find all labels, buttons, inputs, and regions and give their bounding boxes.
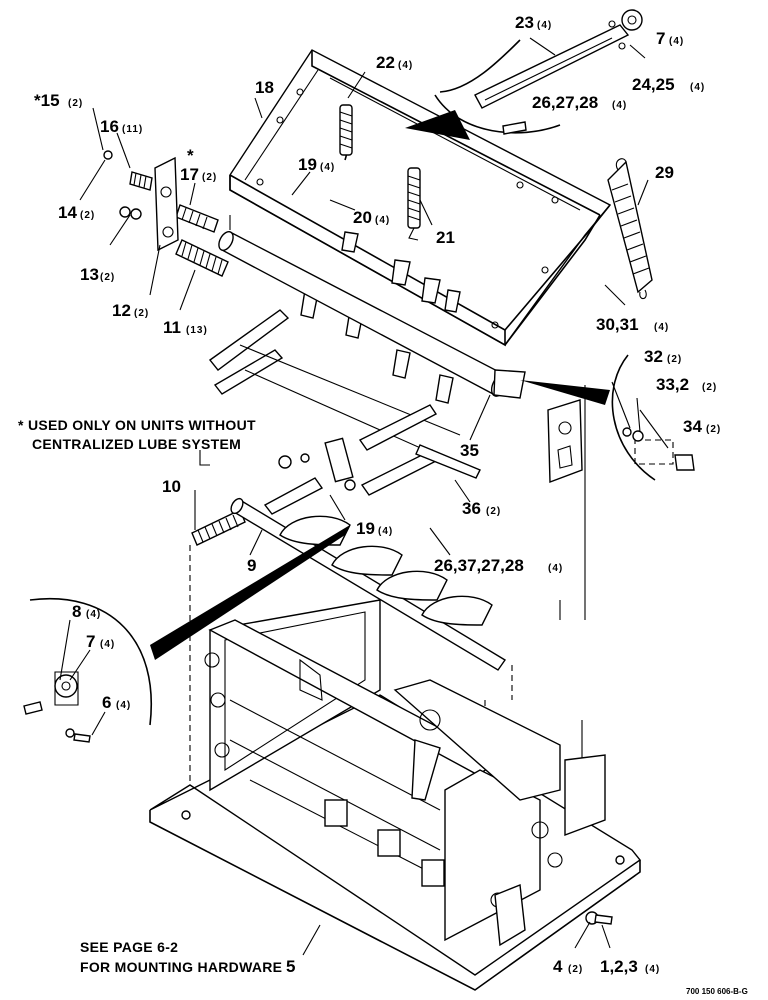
main-roller	[218, 231, 526, 399]
label-24-25: 24,25	[632, 75, 675, 94]
label-29: 29	[655, 163, 674, 182]
label-19-top-qty: (4)	[320, 162, 335, 173]
label-17-qty: (2)	[202, 172, 217, 183]
spring-29	[607, 158, 653, 300]
label-34: 34	[683, 417, 702, 436]
label-7-left: 7	[86, 632, 95, 651]
label-4: 4	[553, 957, 563, 976]
label-16: 16	[100, 117, 119, 136]
label-9: 9	[247, 556, 256, 575]
spring-22	[339, 104, 353, 161]
label-32: 32	[644, 347, 663, 366]
label-36: 36	[462, 499, 481, 518]
label-8-qty: (4)	[86, 609, 101, 620]
label-32-qty: (2)	[667, 354, 682, 365]
notes: * USED ONLY ON UNITS WITHOUT CENTRALIZED…	[18, 417, 748, 996]
label-14-qty: (2)	[80, 210, 95, 221]
label-23-qty: (4)	[537, 20, 552, 31]
label-18: 18	[255, 78, 274, 97]
label-26-27-28-top-qty: (4)	[612, 100, 627, 111]
label-24-25-qty: (4)	[690, 82, 705, 93]
detail-bubble-left	[23, 525, 350, 743]
label-33-2: 33,2	[656, 375, 689, 394]
label-14: 14	[58, 203, 77, 222]
detail-bubble-top	[405, 9, 643, 140]
label-20-qty: (4)	[375, 215, 390, 226]
lube-note-line-2: CENTRALIZED LUBE SYSTEM	[32, 436, 241, 452]
label-10: 10	[162, 477, 181, 496]
label-19-top: 19	[298, 155, 317, 174]
part-labels: 23 (4) 7 (4) 24,25 (4) 26,27,28 (4) 22 (…	[34, 13, 721, 976]
label-8: 8	[72, 602, 81, 621]
label-15: *15	[34, 91, 60, 110]
label-1-2-3: 1,2,3	[600, 957, 638, 976]
label-22-qty: (4)	[398, 60, 413, 71]
label-19-mid: 19	[356, 519, 375, 538]
detail-bubble-right	[520, 354, 695, 481]
label-13-qty: (2)	[100, 272, 115, 283]
spring-10	[191, 509, 246, 546]
label-30-31-qty: (4)	[654, 322, 669, 333]
label-12: 12	[112, 301, 131, 320]
lube-note-line-1: * USED ONLY ON UNITS WITHOUT	[18, 417, 256, 433]
label-35: 35	[460, 441, 479, 460]
spring-16	[129, 171, 153, 191]
label-21: 21	[436, 228, 455, 247]
base-frame	[149, 599, 642, 991]
label-7-top: 7	[656, 29, 665, 48]
spring-21	[407, 167, 421, 241]
label-22: 22	[376, 53, 395, 72]
label-11: 11	[163, 318, 181, 337]
label-4-qty: (2)	[568, 964, 583, 975]
label-26-37-27-28: 26,37,27,28	[434, 556, 524, 575]
label-26-37-27-28-qty: (4)	[548, 563, 563, 574]
label-36-qty: (2)	[486, 506, 501, 517]
spring-17	[175, 204, 219, 233]
label-33-2-qty: (2)	[702, 382, 717, 393]
leader-lines	[59, 37, 669, 956]
label-26-27-28-top: 26,27,28	[532, 93, 598, 112]
label-23: 23	[515, 13, 534, 32]
label-6: 6	[102, 693, 111, 712]
label-1-2-3-qty: (4)	[645, 964, 660, 975]
side-plate-left	[103, 150, 179, 252]
label-11-qty: (13)	[186, 325, 208, 336]
label-17-star: *	[187, 146, 194, 165]
arm-linkage	[208, 309, 481, 496]
mounting-note-line-2: FOR MOUNTING HARDWARE	[80, 959, 282, 975]
spring-11	[175, 239, 229, 277]
label-7-left-qty: (4)	[100, 639, 115, 650]
label-7-top-qty: (4)	[669, 36, 684, 47]
label-19-mid-qty: (4)	[378, 526, 393, 537]
side-plate-right	[547, 399, 583, 483]
label-6-qty: (4)	[116, 700, 131, 711]
label-5: 5	[286, 957, 295, 976]
label-30-31: 30,31	[596, 315, 639, 334]
mounting-note-line-1: SEE PAGE 6-2	[80, 939, 178, 955]
label-12-qty: (2)	[134, 308, 149, 319]
label-15-qty: (2)	[68, 98, 83, 109]
label-20: 20	[353, 208, 372, 227]
drawing-code: 700 150 606-B-G	[686, 987, 748, 996]
label-34-qty: (2)	[706, 424, 721, 435]
label-17: 17	[180, 165, 199, 184]
label-13: 13	[80, 265, 99, 284]
label-16-qty: (11)	[122, 124, 143, 135]
